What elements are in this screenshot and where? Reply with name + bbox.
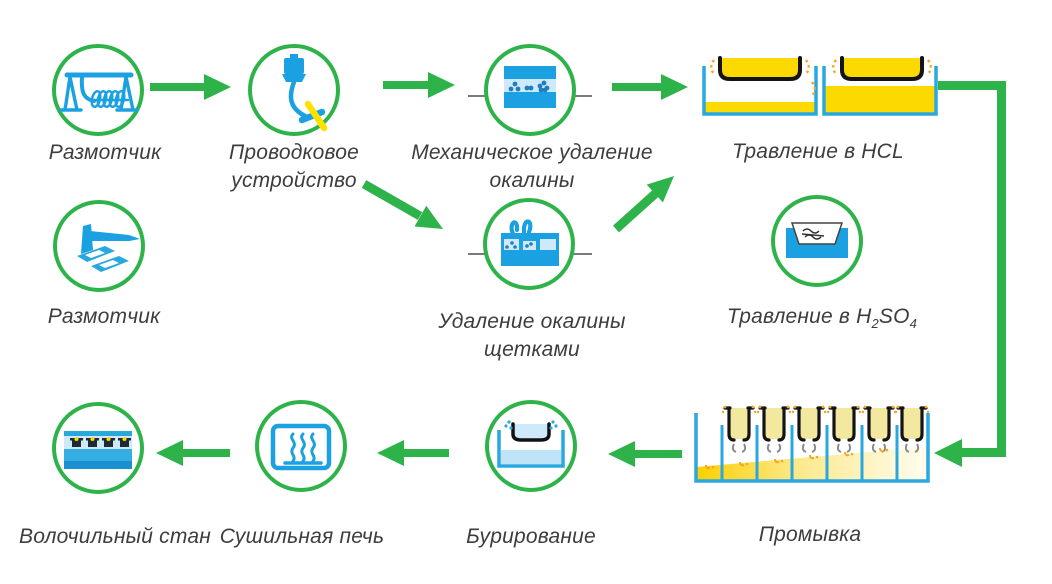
label-line: Удаление окалины — [438, 310, 626, 333]
node-brush-descaling — [483, 198, 575, 290]
node-guide-device — [248, 44, 340, 136]
label-drying-furnace: Сушильная печь — [219, 525, 385, 548]
drawing-blocks-icon — [64, 431, 132, 469]
heat-oven-icon — [270, 423, 332, 471]
dip-basket-icon — [497, 420, 565, 468]
flow-arrow-right — [612, 74, 688, 100]
node-h2so4-pickling — [771, 195, 863, 287]
flow-arrow-left — [608, 441, 682, 467]
label-line: Проводковое — [228, 141, 360, 164]
washing-tank-illustration — [694, 404, 931, 483]
label-line: устройство — [231, 169, 357, 192]
label-mechanical-descaling: Механическое удаление окалины — [411, 139, 653, 195]
label-guide-device: Проводковое устройство — [229, 139, 359, 195]
label-burnishing: Бурирование — [466, 525, 596, 548]
wire-guide-icon — [282, 54, 328, 132]
flow-arrow-right — [150, 74, 231, 100]
node-drying-furnace — [255, 400, 347, 492]
label-line: Механическое удаление — [411, 141, 653, 164]
connector-arrowhead — [934, 439, 962, 467]
node-unwinder-middle — [53, 200, 145, 292]
label-unwinder-middle: Размотчик — [47, 305, 161, 328]
node-burnishing — [485, 400, 577, 492]
label-h2so4-pickling: Травление в H2SO4 — [727, 303, 917, 338]
label-text: Травление в H — [726, 305, 872, 328]
label-brush-descaling: Удаление окалины щетками — [438, 308, 625, 364]
flow-arrow-left — [156, 440, 230, 466]
label-line: щетками — [484, 338, 580, 361]
label-line: окалины — [489, 169, 575, 192]
label-subscript: 4 — [909, 316, 918, 332]
label-washing: Промывка — [758, 523, 862, 546]
node-mechanical-descaling — [484, 44, 576, 136]
label-unwinder-top: Размотчик — [48, 141, 162, 164]
node-drawing-mill — [52, 402, 144, 494]
brush-machine-icon — [501, 219, 559, 266]
label-hcl-pickling: Травление в HCL — [732, 140, 904, 163]
acid-bath-icon — [786, 222, 848, 258]
node-unwinder-top — [52, 44, 144, 136]
connector-segment — [960, 448, 1006, 457]
descaler-box-icon — [504, 66, 556, 108]
flow-arrow-diagonal-up — [612, 176, 674, 233]
label-subscript: 2 — [871, 316, 879, 332]
flow-arrow-diagonal-down — [361, 180, 443, 229]
connector-segment — [997, 81, 1006, 457]
label-text: SO — [878, 305, 910, 328]
flow-arrow-left — [377, 440, 449, 466]
label-drawing-mill: Волочильный стан — [19, 525, 211, 548]
flow-arrow-right — [383, 72, 455, 98]
hcl-double-tank-illustration — [702, 56, 938, 116]
payoff-stand-icon — [77, 224, 140, 272]
coil-unwinder-icon — [59, 72, 139, 112]
connector-segment — [938, 81, 1006, 90]
